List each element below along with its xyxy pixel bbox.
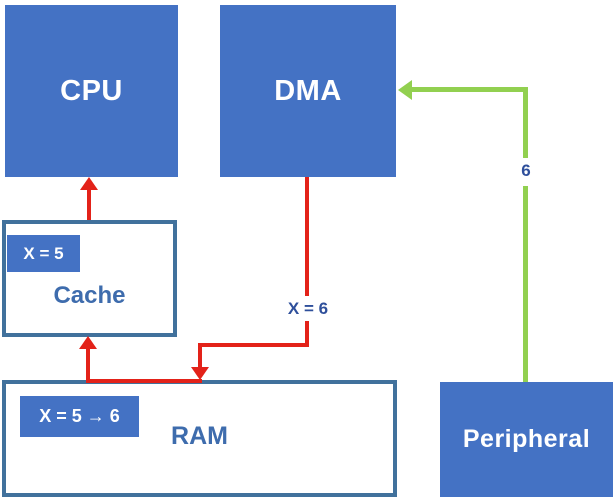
cache-value-badge: X = 5 xyxy=(7,235,80,272)
arrowhead-down-icon xyxy=(191,367,209,380)
arrowhead-left-icon xyxy=(398,80,412,100)
arrowhead-up-icon xyxy=(79,336,97,349)
arrowhead-up-icon xyxy=(80,177,98,190)
arrow-line-segment xyxy=(86,348,90,381)
cpu-label: CPU xyxy=(60,74,123,107)
arrow-line-segment xyxy=(198,343,202,368)
arrow-line-segment xyxy=(198,343,309,347)
ram-node: X = 5 → 6 RAM xyxy=(2,380,397,497)
arrow-line-segment xyxy=(523,186,528,382)
peripheral-label: Peripheral xyxy=(462,425,591,453)
ram-value-badge: X = 5 → 6 xyxy=(20,396,139,437)
arrow-line-segment xyxy=(523,87,528,158)
arrow-line-segment xyxy=(411,87,528,92)
dma-write-value-label: X = 6 xyxy=(287,299,329,318)
arrow-line-segment xyxy=(305,321,309,347)
cache-node: X = 5 Cache xyxy=(2,220,177,337)
peripheral-value-label: 6 xyxy=(521,161,531,180)
arrow-line-segment xyxy=(305,177,309,296)
arrow-line-segment xyxy=(87,189,91,220)
ram-label: RAM xyxy=(171,422,228,450)
cache-label: Cache xyxy=(53,282,126,309)
dma-node: DMA xyxy=(220,5,396,177)
arrow-line-segment xyxy=(86,379,202,383)
peripheral-node: Peripheral xyxy=(440,382,613,497)
dma-label: DMA xyxy=(274,74,342,107)
cpu-node: CPU xyxy=(5,5,178,177)
